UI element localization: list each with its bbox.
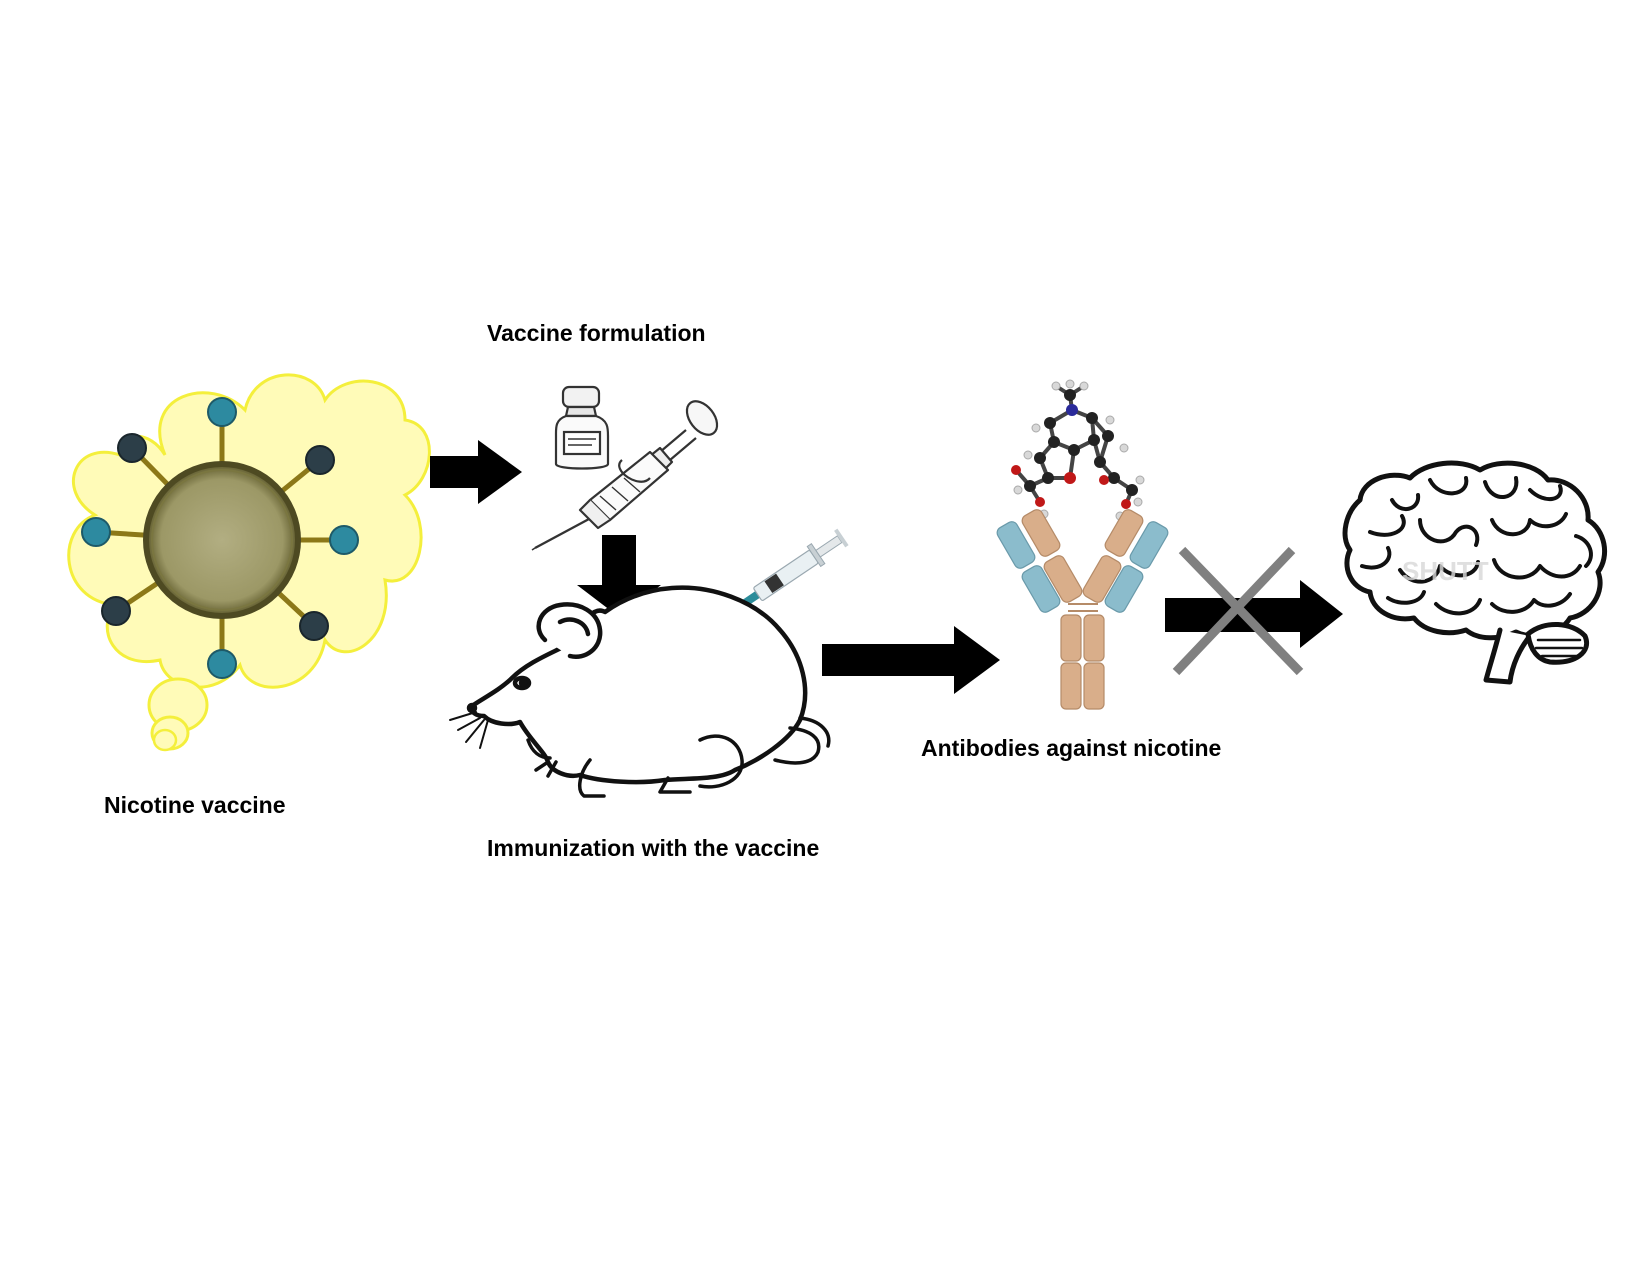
hapten-node — [101, 596, 131, 626]
hapten-node — [81, 517, 111, 547]
label-vaccine-formulation: Vaccine formulation — [487, 320, 706, 346]
brain-icon — [1342, 460, 1608, 685]
cloud-bubble-small — [152, 728, 178, 752]
hapten-node — [207, 649, 237, 679]
nicotine-molecule-icon — [1011, 379, 1145, 521]
nicotine-vaccine-particle — [67, 373, 431, 752]
hapten-node — [305, 445, 335, 475]
watermark-text: SHUTT — [1402, 556, 1489, 586]
mouse-icon — [449, 585, 831, 798]
carrier-core — [143, 461, 301, 619]
hapten-node — [207, 397, 237, 427]
syringe-icon — [531, 400, 719, 551]
syringe-photo-icon — [718, 528, 849, 622]
label-immunization: Immunization with the vaccine — [487, 835, 820, 861]
block-cross-icon — [1172, 546, 1304, 676]
vial-icon — [554, 385, 610, 470]
hapten-node — [299, 611, 329, 641]
arrow-right-1 — [430, 440, 522, 504]
antibody-icon — [996, 509, 1169, 710]
label-antibodies: Antibodies against nicotine — [921, 735, 1222, 761]
arrow-right-2 — [822, 626, 1000, 694]
label-nicotine-vaccine: Nicotine vaccine — [104, 792, 286, 818]
hapten-node — [329, 525, 359, 555]
hapten-node — [117, 433, 147, 463]
